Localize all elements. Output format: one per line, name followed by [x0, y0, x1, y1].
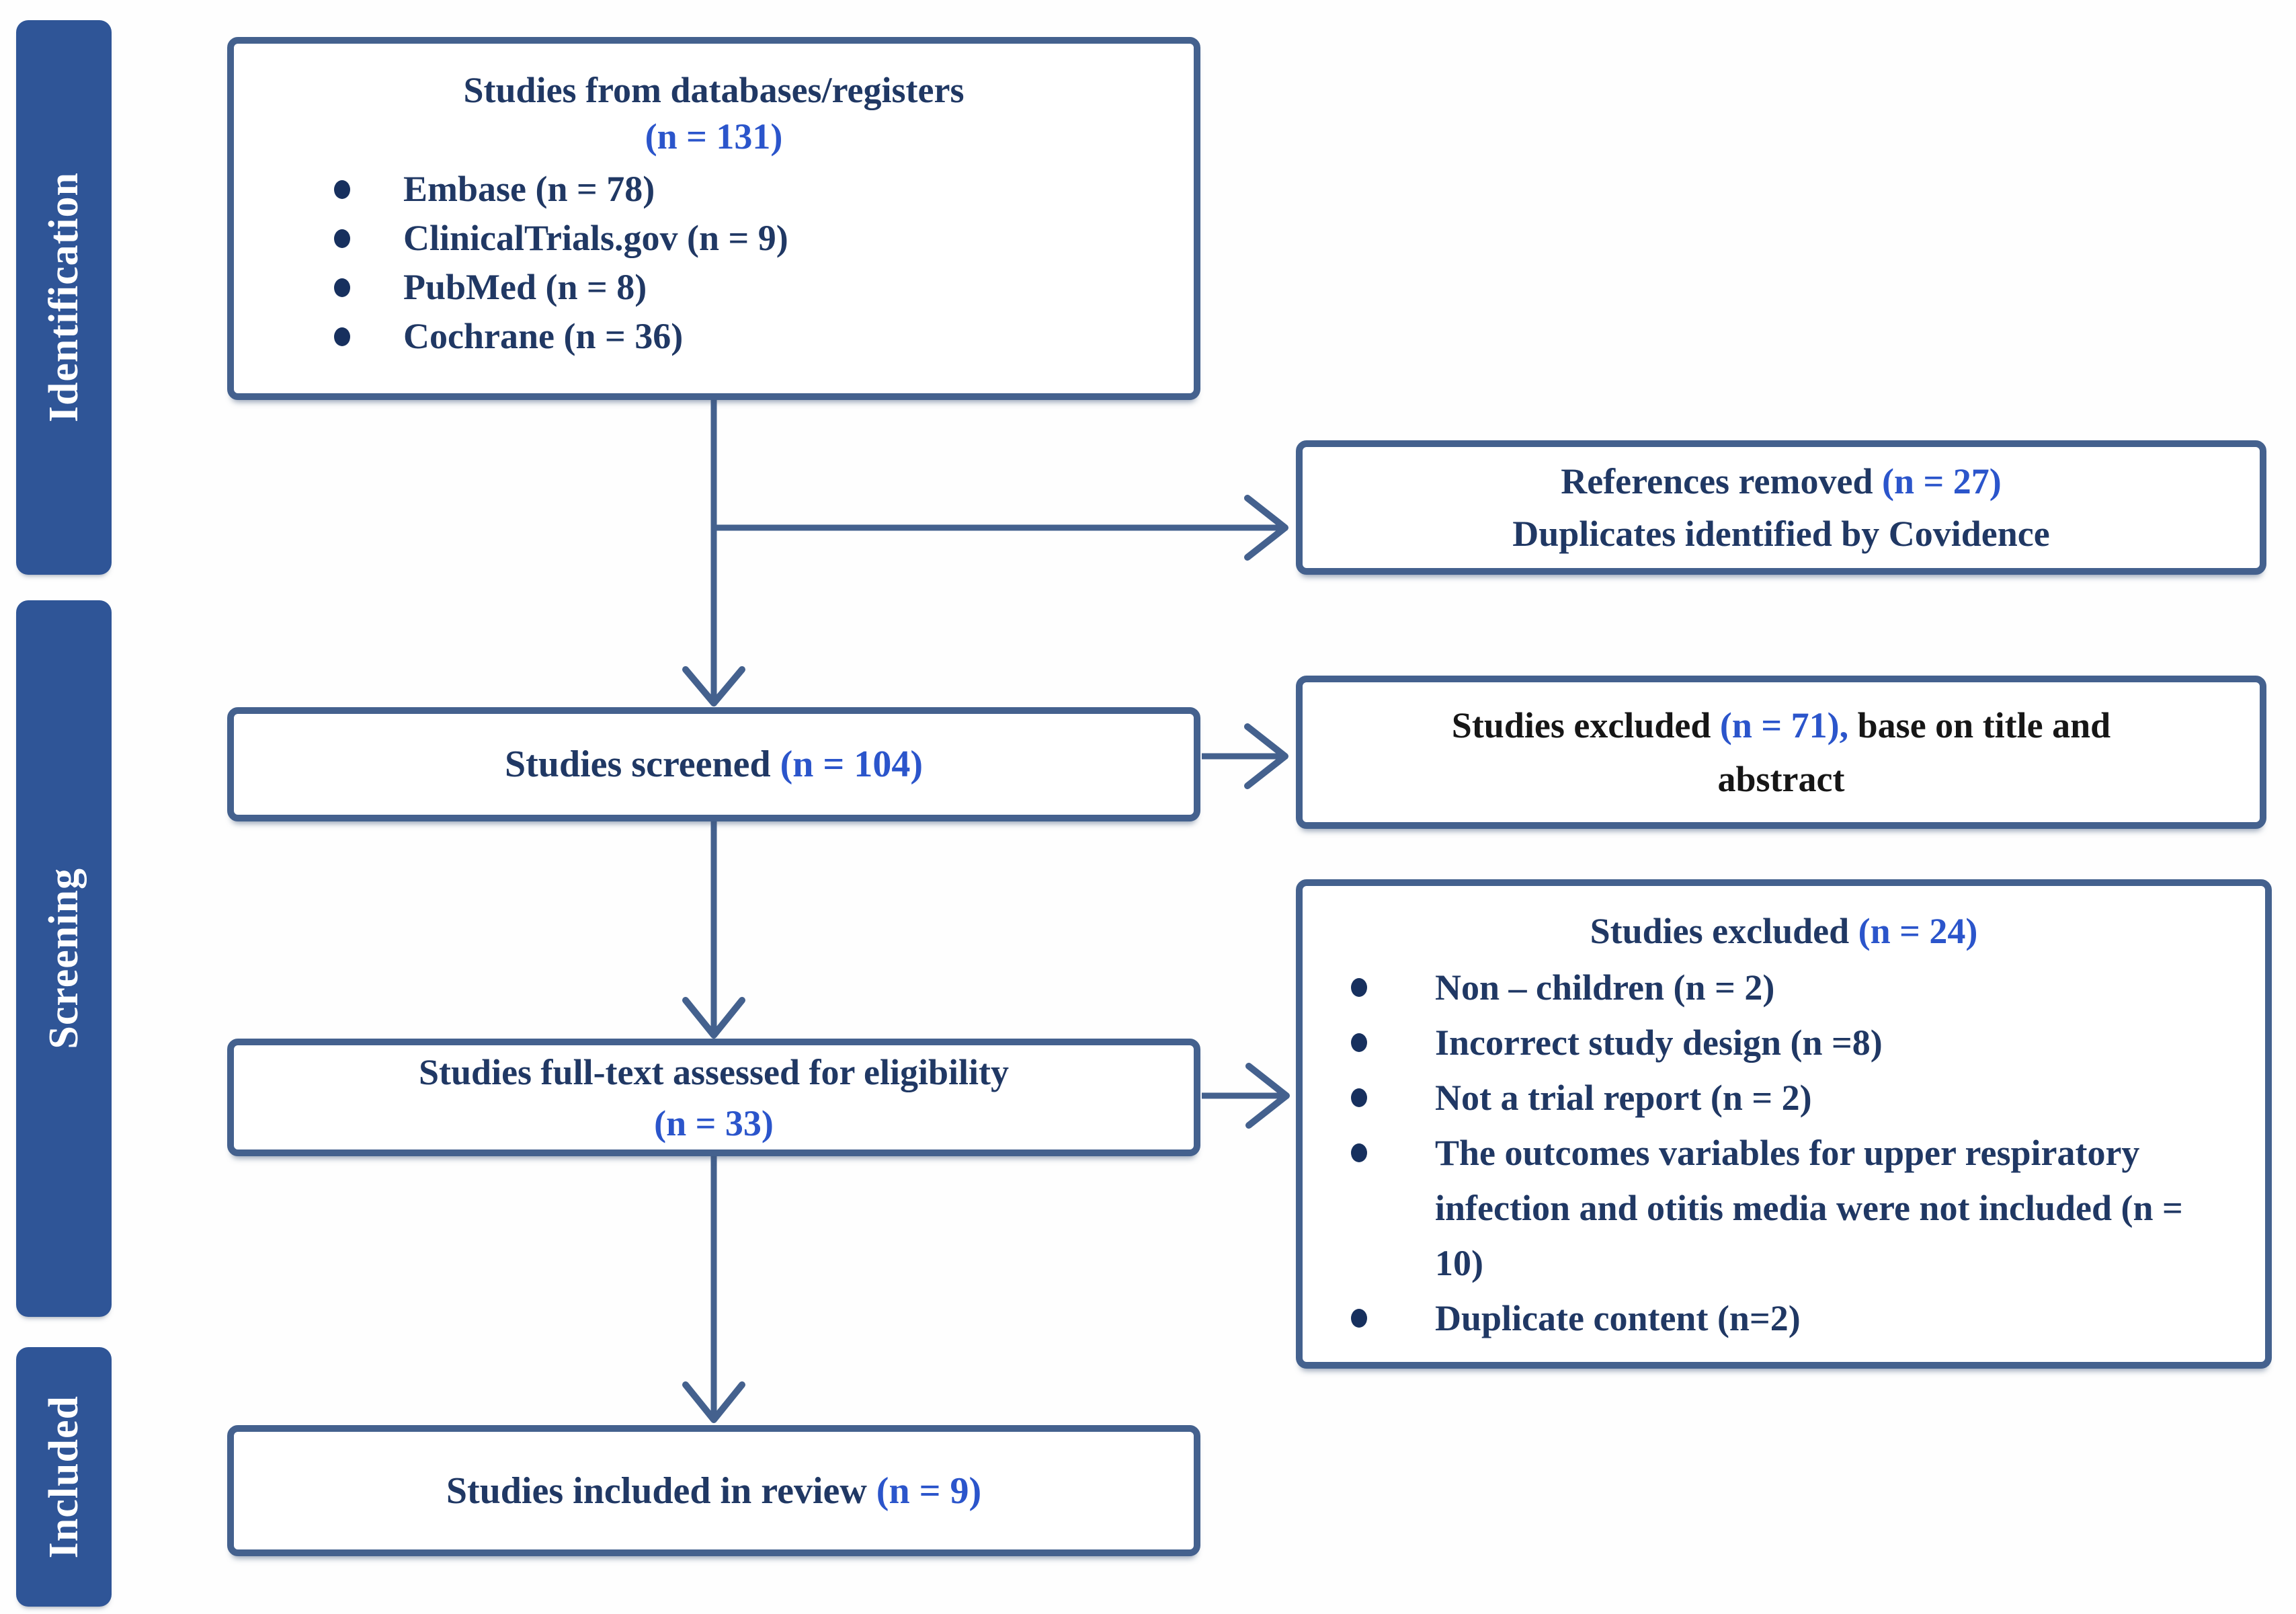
excluded-title-abstract-reason: base on title and abstract — [1717, 705, 2111, 799]
excluded-full-text-text: Studies excluded — [1590, 911, 1858, 951]
arrow-branch-to-references-head — [1244, 495, 1288, 561]
stage-band-included: Included — [16, 1347, 112, 1607]
arrow-screened-to-fulltext-head — [682, 997, 745, 1039]
box-databases-count: (n = 131) — [645, 116, 783, 157]
list-item: Embase (n = 78) — [334, 165, 1167, 214]
included-review-text: Studies included in review — [446, 1469, 876, 1512]
list-item: Not a trial report (n = 2) — [1351, 1070, 2205, 1125]
list-item: Incorrect study design (n =8) — [1351, 1015, 2205, 1070]
stage-label: Identification — [40, 172, 87, 423]
excluded-full-text-title: Studies excluded (n = 24) — [1303, 905, 2265, 957]
stage-band-screening: Screening — [16, 600, 112, 1317]
list-item: ClinicalTrials.gov (n = 9) — [334, 214, 1167, 263]
box-excluded-title-abstract: Studies excluded (n = 71), base on title… — [1296, 676, 2266, 829]
arrow-fulltext-to-included-head — [682, 1381, 745, 1423]
box-included-review: Studies included in review (n = 9) — [227, 1425, 1200, 1556]
studies-screened-count: (n = 104) — [780, 743, 923, 785]
stage-label: Included — [40, 1395, 87, 1559]
box-full-text-assessed: Studies full-text assessed for eligibili… — [227, 1039, 1200, 1156]
studies-screened-line: Studies screened (n = 104) — [505, 740, 923, 789]
arrow-screened-to-excluded-head — [1244, 723, 1288, 789]
list-item: Duplicate content (n=2) — [1351, 1291, 2205, 1346]
stage-label: Screening — [40, 868, 87, 1049]
excluded-title-abstract-line: Studies excluded (n = 71), base on title… — [1388, 698, 2174, 806]
arrow-fulltext-to-excluded-head — [1245, 1063, 1290, 1129]
studies-screened-text: Studies screened — [505, 743, 780, 785]
excluded-full-text-list: Non – children (n = 2)Incorrect study de… — [1303, 960, 2265, 1346]
list-item: The outcomes variables for upper respira… — [1351, 1125, 2205, 1291]
references-removed-text: References removed — [1561, 461, 1883, 501]
included-review-line: Studies included in review (n = 9) — [446, 1467, 981, 1515]
references-removed-line2: Duplicates identified by Covidence — [1512, 514, 2050, 554]
list-item: PubMed (n = 8) — [334, 263, 1167, 312]
box-references-removed: References removed (n = 27) Duplicates i… — [1296, 440, 2266, 575]
box-excluded-full-text: Studies excluded (n = 24) Non – children… — [1296, 879, 2272, 1369]
references-removed-line1: References removed (n = 27) — [1561, 455, 2002, 508]
arrow-databases-to-screened-head — [682, 666, 745, 707]
included-review-count: (n = 9) — [876, 1469, 982, 1512]
references-removed-count: (n = 27) — [1882, 461, 2002, 501]
box-databases-list: Embase (n = 78)ClinicalTrials.gov (n = 9… — [234, 165, 1194, 361]
box-databases: Studies from databases/registers (n = 13… — [227, 37, 1200, 400]
box-databases-title: Studies from databases/registers — [463, 70, 965, 110]
excluded-full-text-count: (n = 24) — [1858, 911, 1978, 951]
list-item: Cochrane (n = 36) — [334, 312, 1167, 361]
stage-band-identification: Identification — [16, 20, 112, 575]
full-text-count: (n = 33) — [654, 1102, 774, 1143]
excluded-title-abstract-count: (n = 71), — [1719, 705, 1849, 745]
excluded-title-abstract-text: Studies excluded — [1451, 705, 1720, 745]
full-text-line1: Studies full-text assessed for eligibili… — [418, 1051, 1009, 1092]
box-studies-screened: Studies screened (n = 104) — [227, 707, 1200, 821]
list-item: Non – children (n = 2) — [1351, 960, 2205, 1015]
